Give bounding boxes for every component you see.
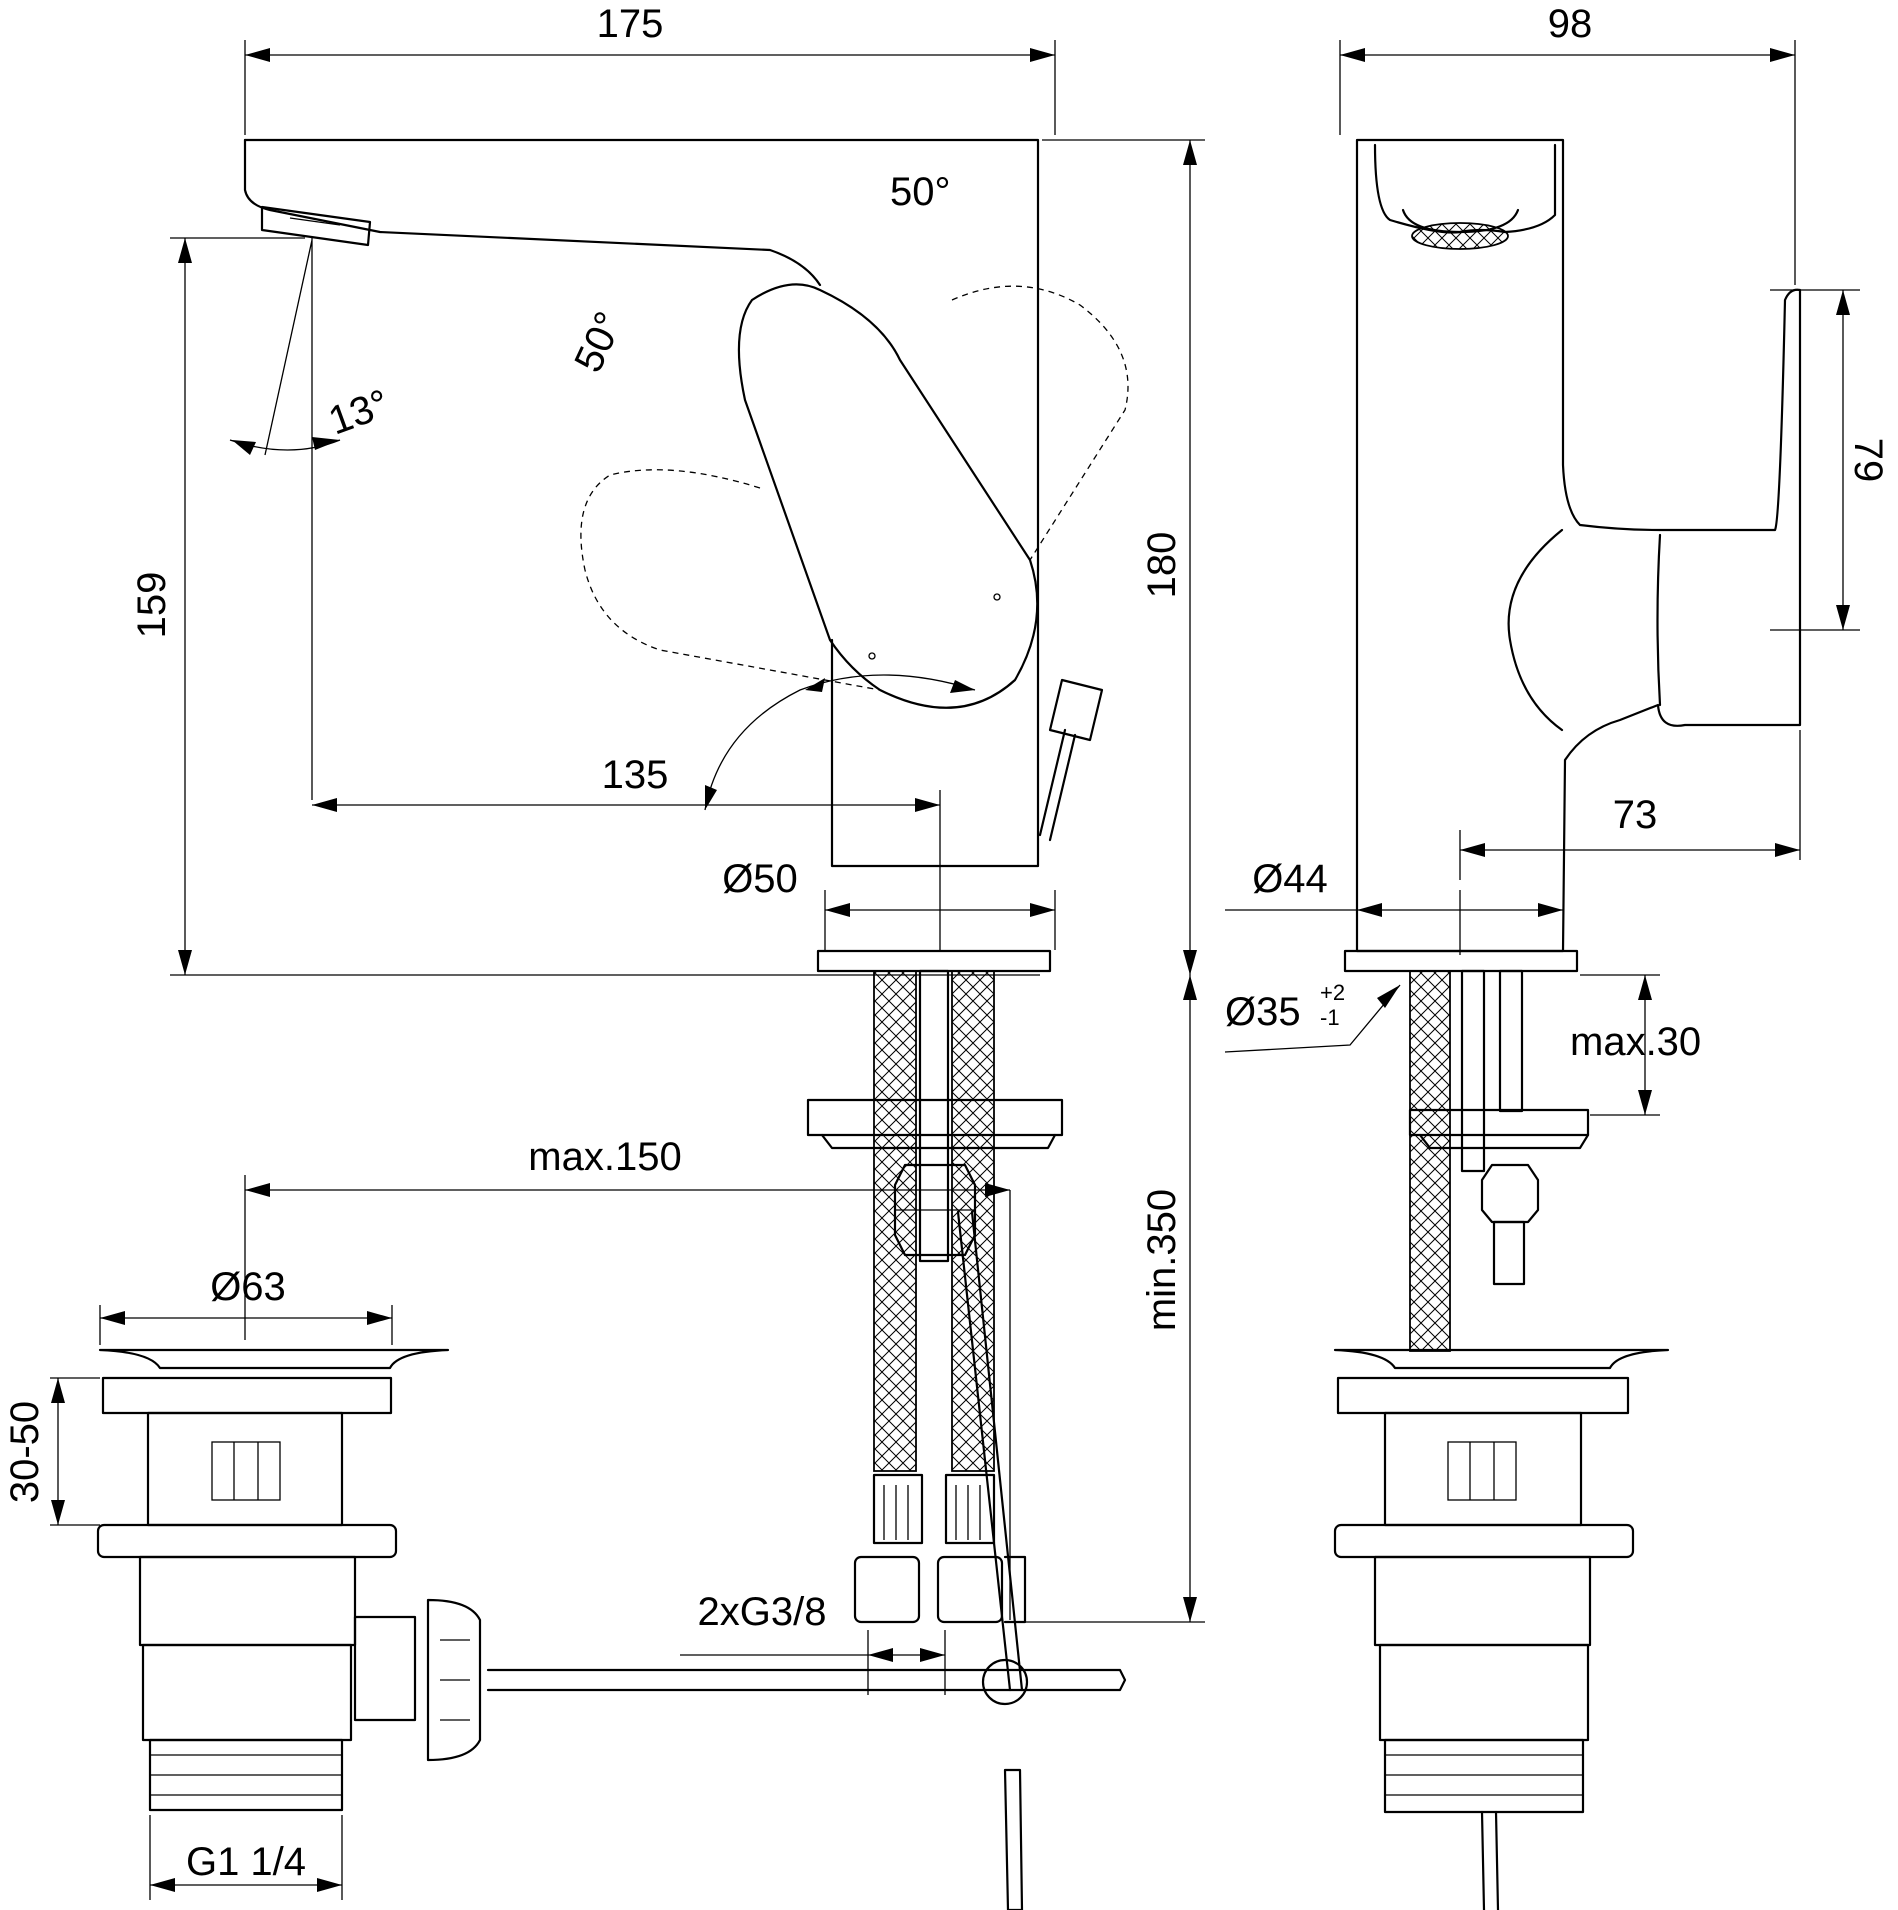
front-view-drain [96,1348,482,1812]
label-height-159: 159 [130,572,174,639]
label-width-98: 98 [1548,2,1593,46]
label-angle-13: 13° [323,381,395,443]
label-dia-63: Ø63 [210,1265,286,1309]
label-min-350: min.350 [1140,1189,1184,1331]
label-dia-35-tol-upper: +2 [1320,980,1345,1005]
label-max-30: max.30 [1570,1020,1701,1064]
front-view-mixer [243,138,1129,1910]
label-height-180: 180 [1140,532,1184,599]
side-view-mixer [1343,138,1802,1352]
label-range-30-50: 30-50 [3,1401,47,1503]
dimension-labels: 175 98 50° 50° 13° 159 180 135 Ø50 Ø44 7… [3,2,1890,1884]
label-dist-73: 73 [1613,793,1658,837]
label-dia-35: Ø35 [1225,990,1301,1034]
label-max-150: max.150 [528,1135,681,1179]
label-thread-g1-1-4: G1 1/4 [186,1840,306,1884]
label-dia-44: Ø44 [1252,857,1328,901]
label-thread-g3-8: 2xG3/8 [698,1590,827,1634]
label-height-79: 79 [1846,438,1890,483]
label-dist-135: 135 [602,753,669,797]
label-dia-50: Ø50 [722,857,798,901]
dimension-lines [50,40,1860,1900]
label-dia-35-tol-lower: -1 [1320,1005,1340,1030]
label-angle-50-mid: 50° [566,305,631,378]
label-width-175: 175 [597,2,664,46]
label-angle-50-top: 50° [890,170,951,214]
side-view-drain [1333,1348,1670,1910]
